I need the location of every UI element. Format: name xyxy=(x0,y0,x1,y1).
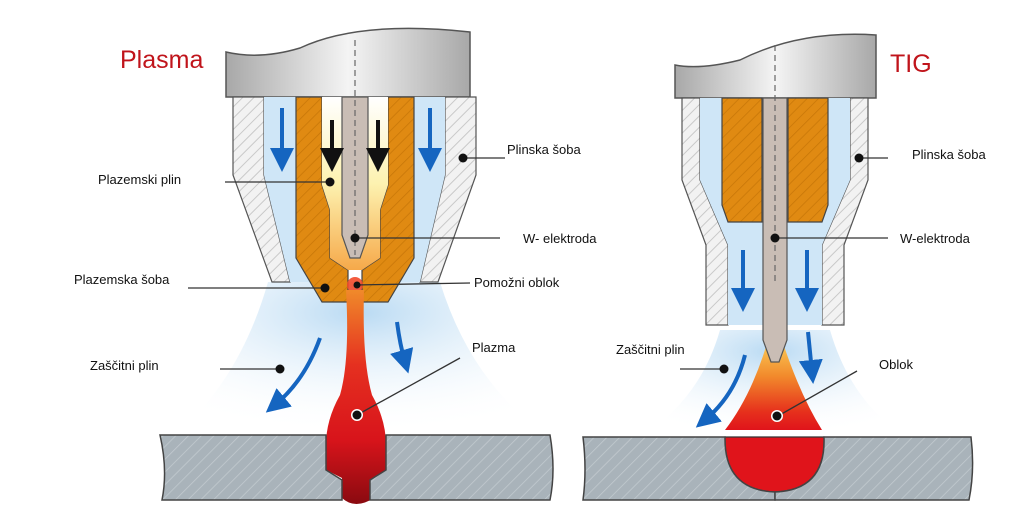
plasma-torch: Plasma xyxy=(74,27,597,504)
callout-dot xyxy=(320,283,330,293)
callout-dot xyxy=(458,153,468,163)
label-pilot-arc: Pomožni oblok xyxy=(474,275,560,290)
label-plasma-gas: Plazemski plin xyxy=(98,172,181,187)
callout-dot xyxy=(325,177,335,187)
callout-dot xyxy=(350,233,360,243)
callout-dot xyxy=(772,411,782,421)
callout-dot xyxy=(854,153,864,163)
shield-gas-flow-arrow-icon xyxy=(390,321,414,374)
tig-callouts xyxy=(680,157,888,417)
tig-torch: TIG xyxy=(582,33,986,501)
plasma-torch-cap xyxy=(225,27,471,98)
plasma-workpiece-right xyxy=(369,434,554,501)
label-w-electrode: W- elektroda xyxy=(523,231,597,246)
label-plasma: Plazma xyxy=(472,340,516,355)
tig-arc xyxy=(725,340,822,430)
callout-dot xyxy=(275,364,285,374)
tig-title: TIG xyxy=(890,50,932,78)
plasma-w-electrode xyxy=(341,96,369,259)
label-tig-gas-nozzle: Plinska šoba xyxy=(912,147,986,162)
label-gas-nozzle: Plinska šoba xyxy=(507,142,581,157)
plasma-title: Plasma xyxy=(120,46,203,74)
callout-dot xyxy=(719,364,729,374)
shield-gas-arrow-icon xyxy=(798,331,823,384)
tig-collet-left xyxy=(721,97,763,223)
label-shielding-gas: Zaščitni plin xyxy=(90,358,159,373)
tig-workpiece-right xyxy=(774,436,974,501)
label-tig-arc: Oblok xyxy=(879,357,913,372)
shield-gas-flow-arrow-icon xyxy=(265,337,322,413)
plasma-column xyxy=(326,290,386,504)
shield-gas-flow-arrow-icon xyxy=(695,354,747,428)
label-tig-w-electrode: W-elektroda xyxy=(900,231,971,246)
label-plasma-nozzle: Plazemska šoba xyxy=(74,272,170,287)
label-tig-shielding-gas: Zaščitni plin xyxy=(616,342,685,357)
callout-dot xyxy=(353,281,361,289)
callout-dot xyxy=(770,233,780,243)
plasma-workpiece-left xyxy=(159,434,343,501)
tig-collet-right xyxy=(787,97,829,223)
plasma-callouts xyxy=(188,157,505,416)
callout-dot xyxy=(352,410,362,420)
